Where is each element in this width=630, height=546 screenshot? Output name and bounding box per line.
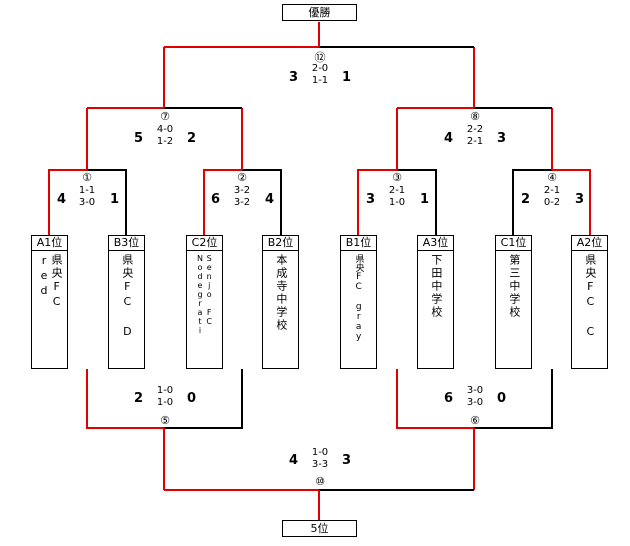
match-left-score: 4 [289, 453, 299, 468]
match-right-score: 4 [265, 192, 275, 207]
match-right-score: 3 [497, 131, 507, 146]
team-seed: C1位 [496, 236, 531, 251]
team-box-c2: C2位 Senjo FC Nodegrati [186, 235, 223, 369]
bracket-line [87, 169, 127, 235]
team-seed: B3位 [109, 236, 144, 251]
match-sets: 2-1 0-2 [537, 185, 567, 209]
match-right-score: 2 [187, 131, 197, 146]
set-score: 3-0 [78, 197, 96, 208]
match-number: ④ [547, 171, 557, 184]
match-left-score: 5 [134, 131, 144, 146]
match-sets: 3-2 3-2 [227, 185, 257, 209]
winner-path-line [552, 169, 591, 235]
bracket-line [242, 169, 282, 235]
match-number: ⑦ [160, 110, 170, 123]
team-name: 県央FC C [583, 254, 596, 340]
set-score: 1-1 [78, 185, 96, 196]
set-score: 3-2 [233, 185, 251, 196]
match-sets: 2-0 1-1 [305, 63, 335, 87]
winner-path-line [396, 369, 474, 429]
team-box-b1: B1位 県央FC gray [340, 235, 377, 369]
match-right-score: 0 [497, 391, 507, 406]
set-score: 3-0 [466, 397, 484, 408]
match-sets: 1-0 1-0 [150, 385, 180, 409]
match-sets: 1-0 3-3 [305, 447, 335, 471]
match-number: ② [237, 171, 247, 184]
match-left-score: 6 [444, 391, 454, 406]
match-number: ⑤ [160, 414, 170, 427]
team-name: 県央FC red [37, 254, 63, 310]
team-box-a3: A3位 下田中学校 [417, 235, 454, 369]
team-name: 本成寺中学校 [274, 254, 287, 332]
bracket-line [164, 369, 243, 429]
set-score: 1-1 [311, 75, 329, 86]
team-box-b3: B3位 県央FC D [108, 235, 145, 369]
winner-path-line [48, 169, 87, 235]
team-seed: C2位 [187, 236, 222, 251]
set-score: 0-2 [543, 197, 561, 208]
match-number: ③ [392, 171, 402, 184]
match-number: ① [82, 171, 92, 184]
match-number: ⑫ [314, 51, 326, 64]
set-score: 1-0 [388, 197, 406, 208]
set-score: 2-0 [311, 63, 329, 74]
match-left-score: 3 [366, 192, 376, 207]
team-name: Senjo FC Nodegrati [195, 254, 214, 335]
match-sets: 1-1 3-0 [72, 185, 102, 209]
team-box-b2: B2位 本成寺中学校 [262, 235, 299, 369]
match-left-score: 3 [289, 70, 299, 85]
team-seed: A2位 [572, 236, 607, 251]
set-score: 2-1 [543, 185, 561, 196]
bracket-line [512, 169, 552, 235]
set-score: 1-0 [311, 447, 329, 458]
team-seed: A1位 [32, 236, 67, 251]
match-left-score: 4 [444, 131, 454, 146]
winner-path-line [357, 169, 397, 235]
bracket-line [474, 369, 553, 429]
match-sets: 3-0 3-0 [460, 385, 490, 409]
team-name: 第三中学校 [507, 254, 520, 319]
match-sets: 2-1 1-0 [382, 185, 412, 209]
match-right-score: 1 [342, 70, 352, 85]
team-box-c1: C1位 第三中学校 [495, 235, 532, 369]
set-score: 3-2 [233, 197, 251, 208]
match-sets: 2-2 2-1 [460, 124, 490, 148]
winner-path-line [86, 369, 164, 429]
team-seed: B1位 [341, 236, 376, 251]
set-score: 4-0 [156, 124, 174, 135]
set-score: 1-0 [156, 385, 174, 396]
set-score: 3-3 [311, 459, 329, 470]
match-left-score: 2 [521, 192, 531, 207]
match-right-score: 3 [575, 192, 585, 207]
match-number: ⑥ [470, 414, 480, 427]
champion-label: 優勝 [282, 4, 357, 21]
match-number: ⑧ [470, 110, 480, 123]
team-box-a1: A1位 県央FC red [31, 235, 68, 369]
match-right-score: 3 [342, 453, 352, 468]
match-left-score: 6 [211, 192, 221, 207]
set-score: 2-1 [388, 185, 406, 196]
bracket-line [397, 169, 437, 235]
team-name: 県央FC gray [353, 254, 364, 342]
set-score: 1-0 [156, 397, 174, 408]
team-name: 下田中学校 [429, 254, 442, 319]
match-right-score: 1 [110, 192, 120, 207]
match-left-score: 4 [57, 192, 67, 207]
match-right-score: 0 [187, 391, 197, 406]
team-seed: B2位 [263, 236, 298, 251]
match-number: ⑩ [315, 475, 325, 488]
match-left-score: 2 [134, 391, 144, 406]
set-score: 1-2 [156, 136, 174, 147]
match-sets: 4-0 1-2 [150, 124, 180, 148]
set-score: 3-0 [466, 385, 484, 396]
set-score: 2-1 [466, 136, 484, 147]
team-seed: A3位 [418, 236, 453, 251]
team-name: 県央FC D [120, 254, 133, 340]
winner-path-line [203, 169, 242, 235]
team-box-a2: A2位 県央FC C [571, 235, 608, 369]
fifth-place-label: 5位 [282, 520, 357, 537]
match-right-score: 1 [420, 192, 430, 207]
set-score: 2-2 [466, 124, 484, 135]
